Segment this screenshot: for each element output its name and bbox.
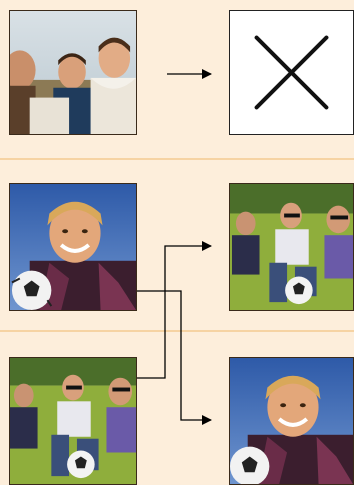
row-divider-2 <box>0 330 354 332</box>
connector-row3-to-row2-right <box>137 241 212 379</box>
cross-icon <box>229 10 354 135</box>
group-on-grass-photo <box>9 357 137 485</box>
connector-row2-to-row3-right <box>137 290 212 425</box>
group-on-grass-photo <box>229 183 354 311</box>
row-divider-1 <box>0 158 354 160</box>
boy-holding-soccer-ball-photo <box>229 357 354 485</box>
group-of-three-boys-photo <box>9 10 137 135</box>
boy-holding-soccer-ball-photo <box>9 183 137 311</box>
